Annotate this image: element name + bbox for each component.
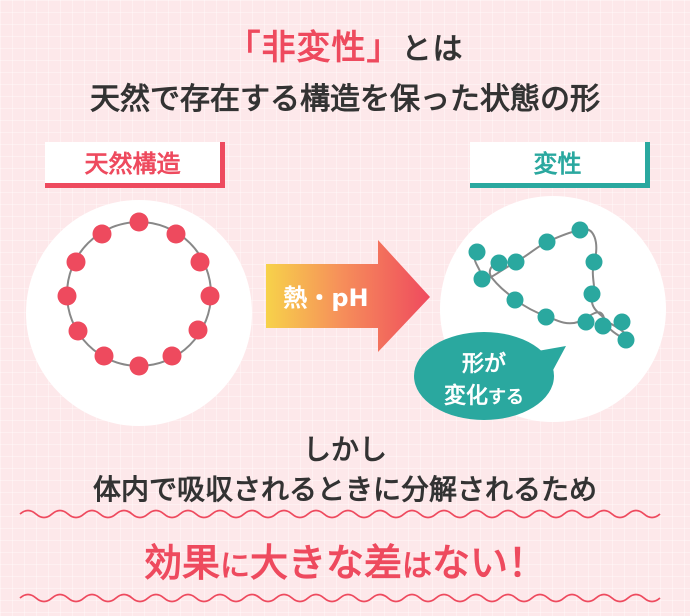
amino-bead [129,212,149,232]
conclusion-part1: 効果 [143,541,220,585]
natural-structure-bg [26,200,252,426]
amino-bead [190,252,210,272]
amino-bead [166,224,186,244]
bubble-line2-small: する [488,387,524,408]
amino-bead [537,308,555,326]
denatured-structure-chain [468,221,635,349]
conclusion-part2: に [219,549,250,584]
bubble-line1: 形が [461,352,506,377]
amino-bead [571,221,589,239]
amino-bead [473,270,491,288]
speech-bubble: 形が 変化する [414,332,554,420]
amino-bead [577,313,595,331]
arrow-heat-ph [266,240,430,352]
amino-bead [200,286,220,306]
amino-bead [490,254,508,272]
conclusion-part4: は [402,549,432,584]
wavy-divider [19,509,661,603]
amino-bead [57,286,77,306]
conclusion: 効果に大きな差はない！ [0,532,690,587]
amino-bead [94,346,114,366]
amino-bead [538,233,556,251]
amino-bead [506,291,524,309]
subtitle: 天然で存在する構造を保った状態の形 [90,82,600,117]
natural-structure-ring [57,212,220,376]
amino-bead [585,253,603,271]
label-natural-structure: 天然構造 [45,142,225,188]
title-rest: とは [401,32,464,67]
conclusion-part5: ない！ [432,541,547,585]
amino-bead [188,320,208,340]
amino-bead [92,224,112,244]
amino-bead [583,285,601,303]
bubble-line2: 変化する [414,378,554,410]
amino-bead [66,252,86,272]
amino-bead [507,253,525,271]
bottom-line1: しかし [302,433,387,466]
title-highlight: 「非変性」 [226,28,402,68]
amino-bead [468,243,486,261]
conclusion-part3: 大きな差 [249,541,402,585]
bottom-line2: 体内で吸収されるときに分解されるため [92,473,597,506]
amino-bead [162,346,182,366]
amino-bead [68,321,88,341]
amino-bead [594,317,612,335]
arrow-label: 熱・pH [283,284,368,312]
amino-bead [613,313,631,331]
bubble-line2-big: 変化 [443,384,488,409]
title: 「非変性」とは [0,20,690,69]
amino-bead [129,356,149,376]
label-denatured: 変性 [470,142,650,188]
amino-bead [617,331,635,349]
